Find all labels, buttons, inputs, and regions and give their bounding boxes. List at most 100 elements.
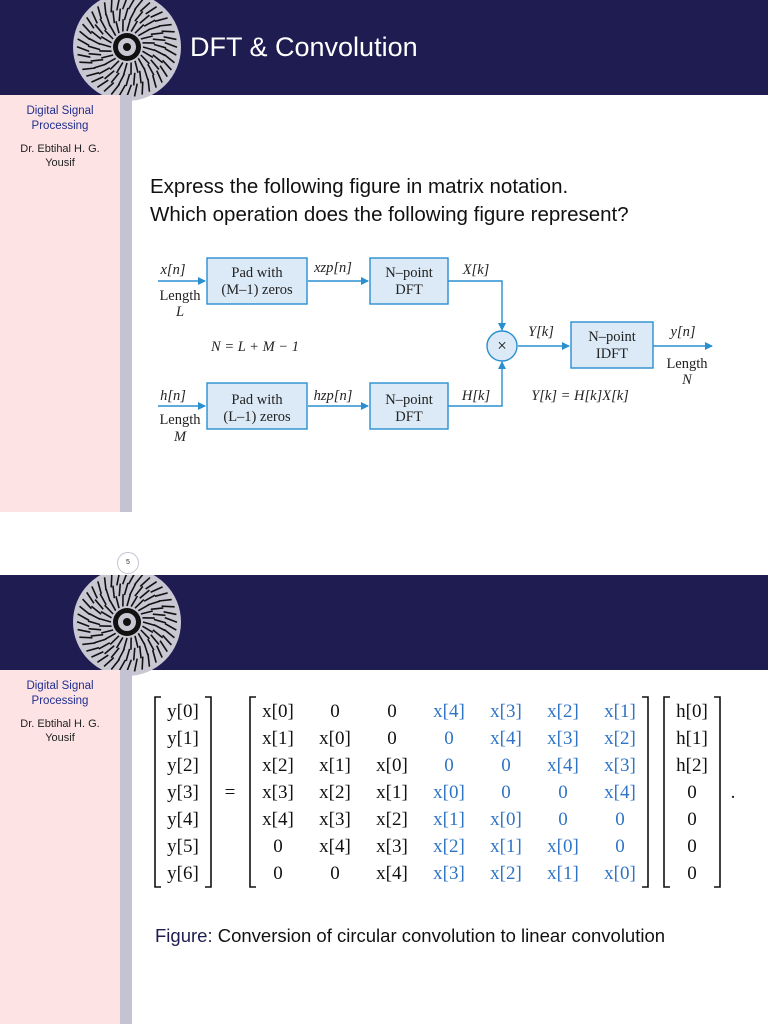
matrix-cell: x[2] [547,701,579,722]
caption-label: Figure: [155,925,213,946]
matrix-bracket-left [249,696,256,888]
sidebar: Digital Signal Processing Dr. Ebtihal H.… [0,95,120,512]
lhs-entry: y[0] [167,701,199,722]
X-label: X[k] [462,262,490,278]
multiply-icon: × [497,336,507,355]
x-length-var: L [175,304,184,320]
dft1-line2: DFT [395,282,423,298]
matrix-cell: x[0] [490,809,522,830]
matrix-cell: x[3] [433,863,465,884]
N-equation: N = L + M − 1 [210,339,299,355]
matrix-cell: x[4] [604,782,636,803]
H-label: H[k] [461,388,490,404]
matrix-cell: x[4] [319,836,351,857]
matrix-cell: x[1] [547,863,579,884]
matrix-cell: 0 [330,863,340,884]
matrix-cell: 0 [444,755,454,776]
pad-block-2 [206,382,308,430]
dft2-line2: DFT [395,409,423,425]
pad2-line1: Pad with [231,392,283,408]
matrix-cell: 0 [273,836,283,857]
course-name: Digital Signal Processing [26,105,94,132]
idft-block [570,321,654,369]
lhs-entry: y[6] [167,863,199,884]
period: . [731,782,736,803]
matrix-cell: x[3] [547,728,579,749]
matrix-cell: x[4] [490,728,522,749]
author-name: Dr. Ebtihal H. G. Yousif [20,718,100,744]
h-bracket-right [714,696,721,888]
h-length-label: Length [159,412,201,428]
dft1-line1: N–point [385,265,433,281]
sidebar: Digital Signal Processing Dr. Ebtihal H.… [0,670,120,1024]
h-vector-entry: 0 [687,782,697,803]
matrix-cell: x[4] [376,863,408,884]
matrix-cell: x[2] [490,863,522,884]
author-name: Dr. Ebtihal H. G. Yousif [20,143,100,169]
slide-1: DFT & Convolution Digital Signal Process… [0,0,768,512]
matrix-cell: 0 [444,728,454,749]
dft2-line1: N–point [385,392,433,408]
matrix-cell: 0 [558,809,568,830]
x-length-label: Length [159,288,201,304]
y-output-label: y[n] [669,324,696,340]
question-line-1: Express the following figure in matrix n… [150,175,569,198]
matrix-cell: x[1] [490,836,522,857]
matrix-cell: 0 [558,782,568,803]
equals-sign: = [225,782,236,803]
matrix-cell: x[2] [319,782,351,803]
lhs-entry: y[5] [167,836,199,857]
matrix-cell: x[2] [376,809,408,830]
h-vector-entry: h[2] [676,755,708,776]
lhs-bracket-right [205,696,212,888]
matrix-cell: x[4] [433,701,465,722]
matrix-cell: x[1] [604,701,636,722]
arrow-H [448,361,506,407]
matrix-cell: x[0] [604,863,636,884]
h-bracket-left [663,696,670,888]
convolution-block-diagram: x[n] Length L Pad with (M–1) zeros xzp[n… [158,257,713,445]
slide-2: Digital Signal Processing Dr. Ebtihal H.… [0,575,768,1024]
matrix-cell: 0 [615,809,625,830]
course-name: Digital Signal Processing [26,680,94,707]
matrix-cell: x[3] [376,836,408,857]
matrix-cell: x[0] [547,836,579,857]
lhs-entry: y[4] [167,809,199,830]
matrix-cell: x[1] [262,728,294,749]
arrow-X [448,280,506,331]
question-line-2: Which operation does the following figur… [150,203,629,226]
Y-equation: Y[k] = H[k]X[k] [531,388,629,404]
matrix-cell: x[0] [262,701,294,722]
matrix-cell: x[4] [547,755,579,776]
matrix-cell: 0 [615,836,625,857]
h-vector-entry: 0 [687,836,697,857]
lhs-entry: y[2] [167,755,199,776]
sidebar-rail [120,670,132,1024]
mandala-logo-icon [73,0,181,101]
matrix-cell: 0 [273,863,283,884]
matrix-cell: 0 [501,782,511,803]
page-number: 5 [117,552,139,574]
mandala-logo-icon [73,575,181,676]
matrix-cell: 0 [387,728,397,749]
matrix-cell: x[0] [376,755,408,776]
sidebar-rail [120,95,132,512]
lhs-bracket-left [154,696,161,888]
hzp-label: hzp[n] [314,388,353,404]
matrix-bracket-right [642,696,649,888]
idft-line2: IDFT [596,346,628,362]
x-input-label: x[n] [160,262,186,278]
matrix-cell: x[0] [319,728,351,749]
h-vector-entry: 0 [687,809,697,830]
h-input-label: h[n] [160,388,186,404]
matrix-cell: x[1] [433,809,465,830]
idft-line1: N–point [588,329,636,345]
pad-block-1 [206,257,308,305]
h-vector-entry: h[0] [676,701,708,722]
matrix-cell: 0 [330,701,340,722]
y-length-var: N [681,372,693,388]
y-length-label: Length [666,356,708,372]
dft-block-2 [369,382,449,430]
matrix-cell: x[0] [433,782,465,803]
